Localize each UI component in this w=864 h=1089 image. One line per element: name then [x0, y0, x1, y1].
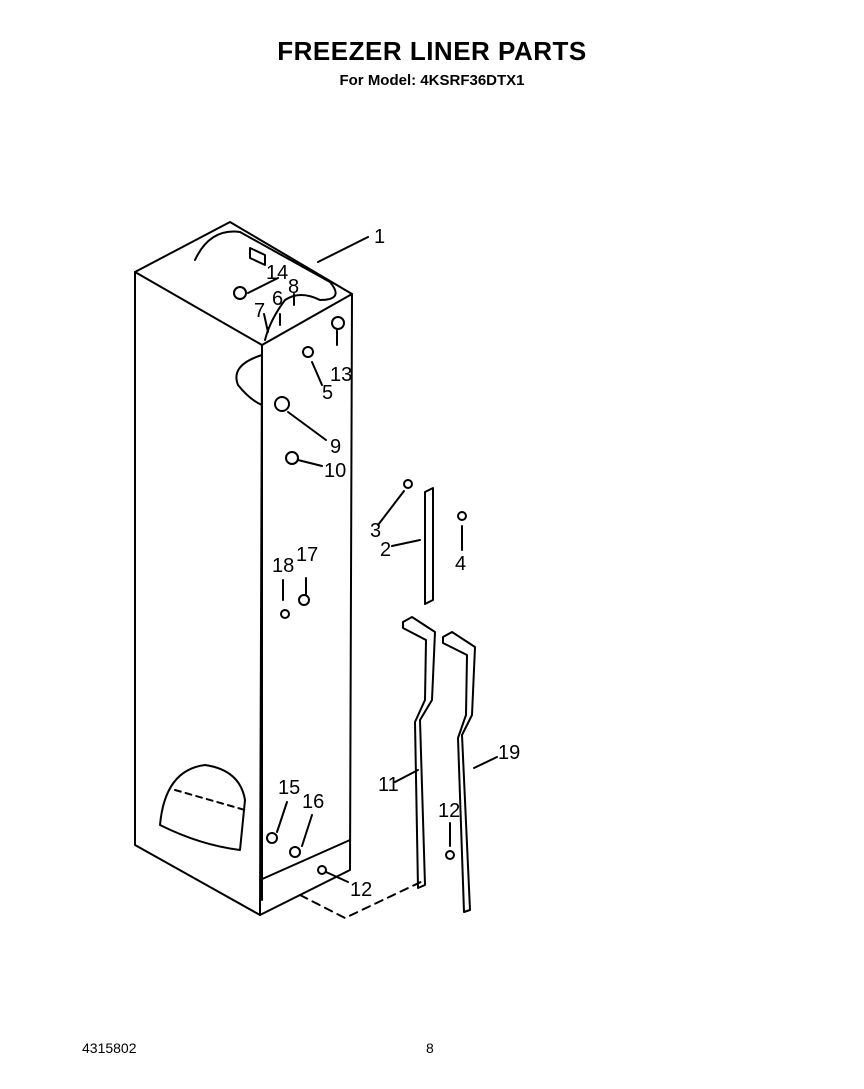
document-number: 4315802: [82, 1040, 137, 1056]
page-number: 8: [426, 1040, 434, 1056]
callout-16: 16: [302, 791, 324, 813]
callout-14: 14: [266, 262, 288, 284]
callout-17: 17: [296, 544, 318, 566]
rail-right: [442, 631, 476, 913]
callout-18: 18: [272, 555, 294, 577]
rail-upper: [424, 487, 434, 605]
callout-11: 11: [378, 774, 399, 796]
rail-left: [402, 616, 436, 889]
callout-1: 1: [374, 226, 385, 248]
callout-10: 10: [324, 460, 346, 482]
callout-3: 3: [370, 520, 381, 542]
callout-5: 5: [322, 382, 333, 404]
callout-19: 19: [498, 742, 520, 764]
callout-2: 2: [380, 539, 391, 561]
callout-12-liner: 12: [350, 879, 372, 901]
callout-4: 4: [455, 553, 466, 575]
callout-12-rail: 12: [438, 800, 460, 822]
callout-7: 7: [254, 300, 265, 322]
callout-15: 15: [278, 777, 300, 799]
callout-6: 6: [272, 288, 283, 310]
callout-8: 8: [288, 276, 299, 298]
model-subtitle: For Model: 4KSRF36DTX1: [339, 72, 525, 89]
page-title: FREEZER LINER PARTS: [277, 36, 587, 66]
callout-13: 13: [330, 364, 352, 386]
liner-outline: [134, 221, 353, 916]
callout-9: 9: [330, 436, 341, 458]
